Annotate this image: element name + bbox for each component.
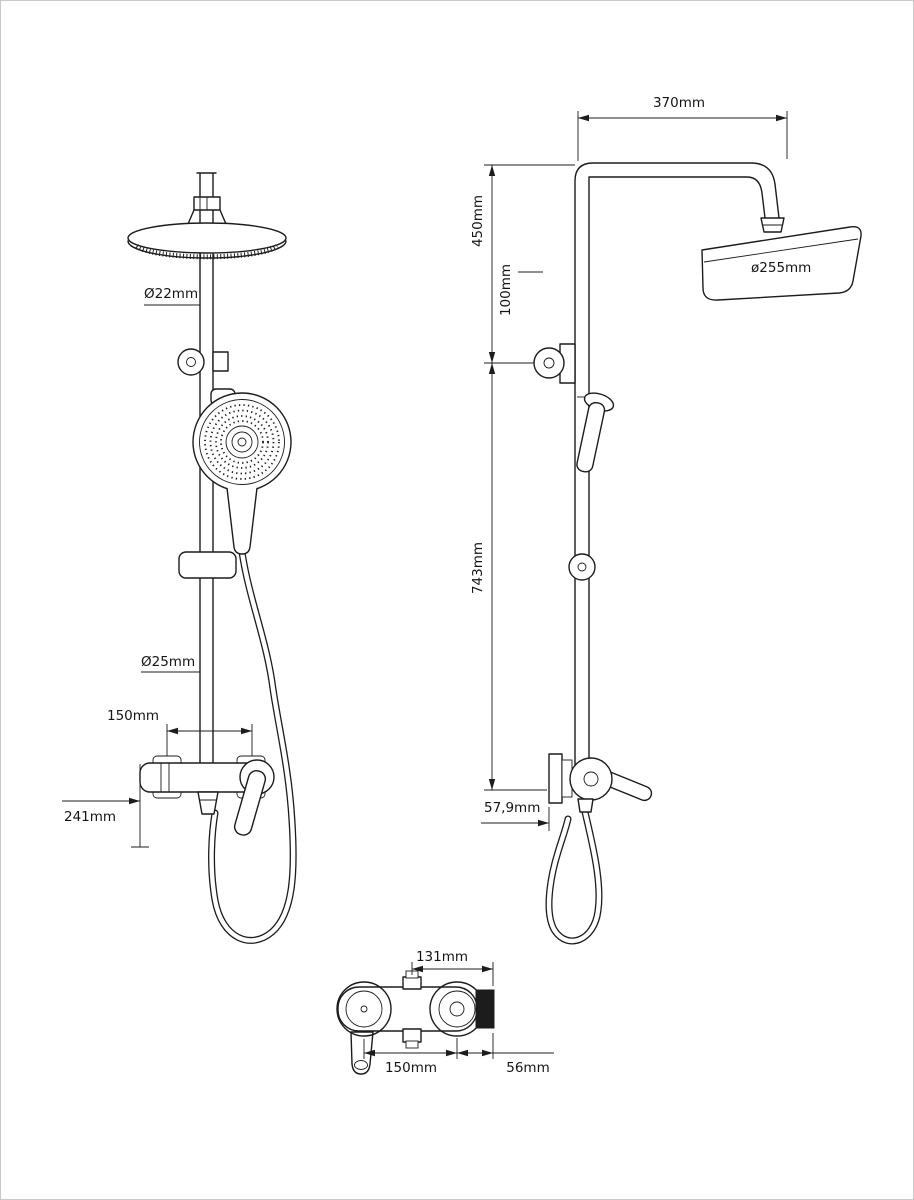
riser-pipe-side <box>574 162 780 782</box>
shower-hose-front <box>208 548 297 944</box>
dim-side-head-diameter: ø255mm <box>751 260 811 276</box>
mixer-lever-front <box>233 770 267 836</box>
dim-side-arm-length: 370mm <box>653 95 705 111</box>
side-view: ø255mm 370mm 450mm 100mm 743mm <box>470 95 862 945</box>
mixer-valve-front <box>139 755 275 836</box>
dim-front-pipe-diameter: Ø22mm <box>144 286 198 302</box>
ext-lines-arm-length <box>577 111 788 161</box>
front-view: Ø22mm Ø25mm 150mm <box>62 172 297 944</box>
ext-lines-inlet-spacing <box>166 724 253 758</box>
nozzle-pattern <box>135 244 279 260</box>
rain-head-side: ø255mm <box>701 217 862 301</box>
dim-side-wall-depth: 57,9mm <box>484 800 540 816</box>
dim-top-outlet-offset: 131mm <box>416 949 468 965</box>
dim-front-hose-diameter: Ø25mm <box>141 654 195 670</box>
dim-top-inlet-spacing: 150mm <box>385 1060 437 1076</box>
dim-side-offset: 100mm <box>498 264 514 316</box>
pipe-bracket-front <box>178 551 237 579</box>
wall-bracket-side <box>533 343 576 384</box>
ext-lines-bottom-dims <box>363 1033 494 1059</box>
dim-side-top-height: 450mm <box>470 195 486 247</box>
dim-side-bottom-height: 743mm <box>470 542 486 594</box>
slider-holder-side <box>568 553 596 581</box>
hand-shower-handle-front <box>226 487 258 555</box>
ext-line-mixer-width <box>131 764 149 848</box>
shower-hose-side <box>545 808 603 945</box>
top-view: 131mm 150mm 56mm <box>336 949 554 1076</box>
dim-front-mixer-width: 241mm <box>64 809 116 825</box>
wall-flange-top <box>475 989 495 1029</box>
slider-holder-front <box>177 348 229 376</box>
hand-shower-front <box>192 392 292 555</box>
rain-head-front <box>127 196 287 260</box>
mixer-valve-side <box>548 753 653 813</box>
hand-shower-side <box>576 392 615 473</box>
dim-front-inlet-spacing: 150mm <box>107 708 159 724</box>
mixer-body-top <box>336 970 495 1075</box>
hose-outlet-front <box>197 791 219 815</box>
dim-top-depth: 56mm <box>506 1060 549 1076</box>
hose-outlet-side <box>577 798 594 813</box>
vertical-dimensions: 450mm 100mm 743mm <box>470 164 575 791</box>
